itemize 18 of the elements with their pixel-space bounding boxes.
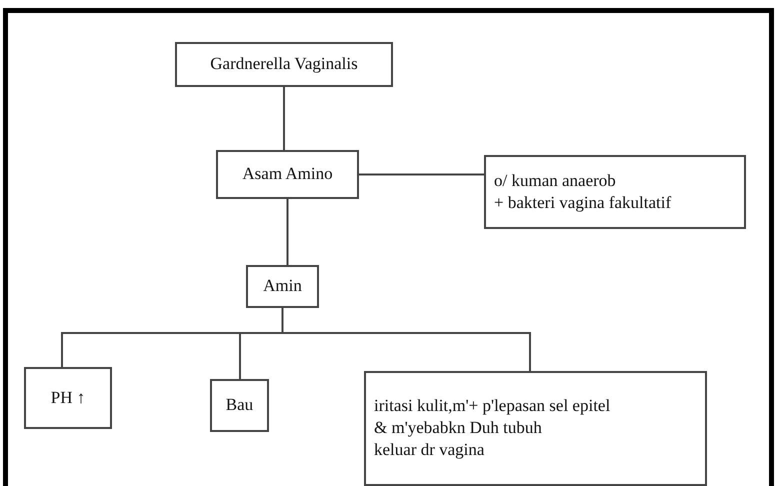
connector-line <box>282 308 531 371</box>
node-label: PH ↑ <box>50 386 86 409</box>
process-box <box>24 367 112 429</box>
node-label: iritasi kulit,m'+ p'lepasan sel epitel & m'yebabkn Duh tubuh keluar dr vagina <box>374 395 610 462</box>
node-label: Bau <box>226 394 254 416</box>
process-box <box>210 379 269 432</box>
process-box <box>175 42 393 87</box>
node-label: o/ kuman anaerob + bakteri vagina fakultatif <box>494 170 672 214</box>
process-box <box>246 265 319 308</box>
process-box <box>484 155 746 229</box>
process-box <box>364 371 707 486</box>
connector-line <box>286 199 288 265</box>
connector-line <box>283 87 285 150</box>
connector-line <box>359 174 484 176</box>
node-label: Amin <box>263 275 302 298</box>
process-box <box>216 150 359 199</box>
node-label: Asam Amino <box>242 163 333 186</box>
node-label: Gardnerella Vaginalis <box>210 53 358 76</box>
